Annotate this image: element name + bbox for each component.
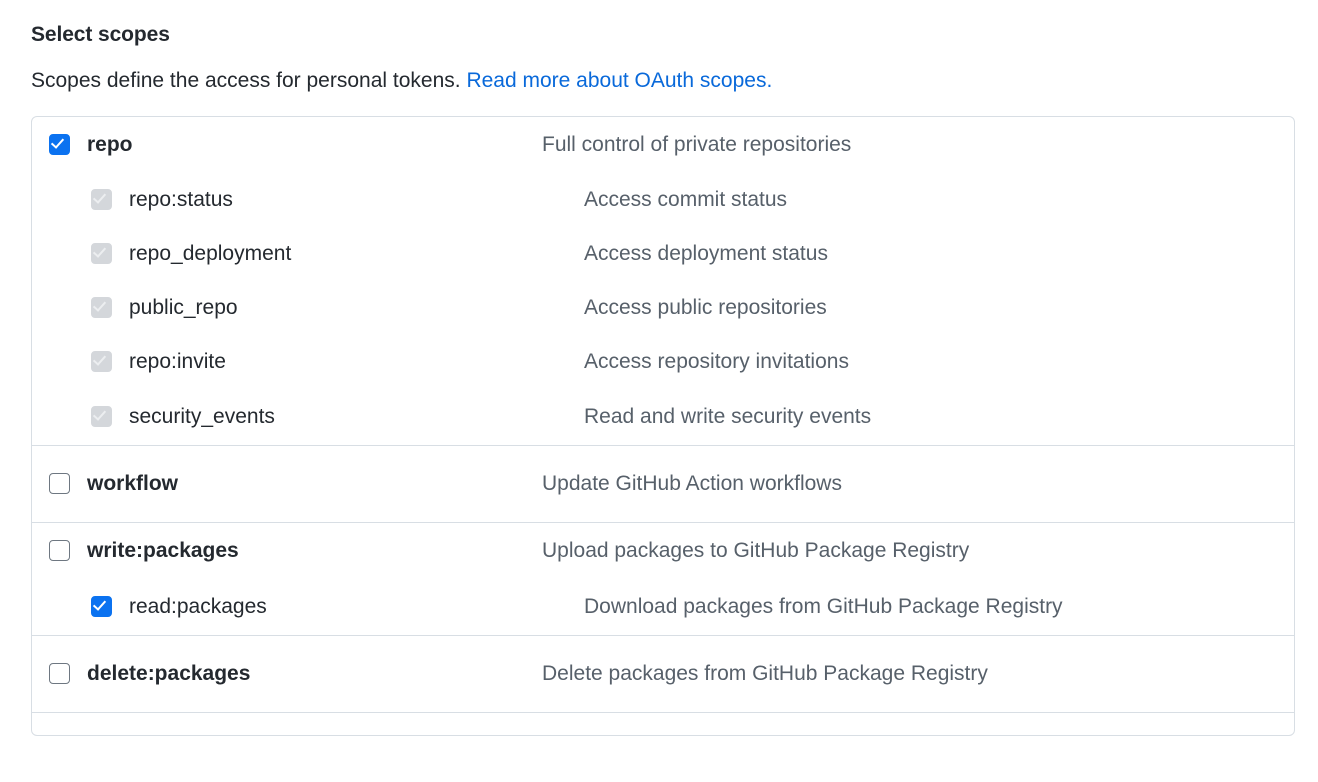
scope-row-inner: write:packages Upload packages to GitHub … <box>49 540 1294 561</box>
scope-row-write:packages[interactable]: write:packages Upload packages to GitHub … <box>32 523 1294 579</box>
scopes-list: repo Full control of private repositories… <box>31 115 1295 736</box>
checkbox-security_events <box>91 406 112 427</box>
scope-row-workflow[interactable]: workflow Update GitHub Action workflows <box>32 446 1294 522</box>
checkmark-icon <box>50 135 65 149</box>
scope-row-repo:status[interactable]: repo:status Access commit status <box>32 173 1294 227</box>
scopes-description-text: Scopes define the access for personal to… <box>31 69 461 93</box>
checkmark-icon <box>92 597 107 611</box>
scopes-description: Scopes define the access for personal to… <box>31 68 1318 94</box>
scope-description-label: Download packages from GitHub Package Re… <box>584 595 1063 618</box>
scope-description-label: Upload packages to GitHub Package Regist… <box>542 539 970 562</box>
checkbox-repo_deployment <box>91 243 112 264</box>
checkmark-icon <box>92 352 107 366</box>
scope-row-inner: security_events Read and write security e… <box>91 406 1294 427</box>
scope-group <box>32 711 1294 735</box>
scope-description-label: Read and write security events <box>584 405 872 428</box>
scope-name-label: delete:packages <box>87 662 251 685</box>
checkbox-read:packages[interactable] <box>91 596 112 617</box>
scope-description-label: Delete packages from GitHub Package Regi… <box>542 662 988 685</box>
scope-row-inner: public_repo Access public repositories <box>91 297 1294 318</box>
scope-name-label: repo:invite <box>129 350 226 373</box>
scope-description-label: Full control of private repositories <box>542 133 852 156</box>
scope-group: delete:packages Delete packages from GitH… <box>32 634 1294 712</box>
scope-name-label: workflow <box>87 472 179 495</box>
scope-group: write:packages Upload packages to GitHub … <box>32 521 1294 635</box>
scope-group: repo Full control of private repositories… <box>32 117 1294 445</box>
checkbox-workflow[interactable] <box>49 473 70 494</box>
scope-row-delete:packages[interactable]: delete:packages Delete packages from GitH… <box>32 636 1294 712</box>
checkbox-write:packages[interactable] <box>49 540 70 561</box>
checkbox-repo:status <box>91 189 112 210</box>
scope-description-label: Access deployment status <box>584 242 828 265</box>
scope-row-inner: repo:invite Access repository invitations <box>91 351 1294 372</box>
scope-name-label: public_repo <box>129 296 238 319</box>
scope-description-label: Access commit status <box>584 188 788 211</box>
scope-row-inner: delete:packages Delete packages from GitH… <box>49 663 1294 684</box>
scope-row-inner: read:packages Download packages from GitH… <box>91 596 1294 617</box>
scope-row-public_repo[interactable]: public_repo Access public repositories <box>32 281 1294 335</box>
scope-row-inner: repo_deployment Access deployment status <box>91 243 1294 264</box>
scope-row-read:packages[interactable]: read:packages Download packages from GitH… <box>32 579 1294 635</box>
scope-description-label: Update GitHub Action workflows <box>542 472 842 495</box>
page-title: Select scopes <box>31 23 170 46</box>
checkmark-icon <box>92 407 107 421</box>
scope-description-label: Access public repositories <box>584 296 827 319</box>
scope-name-label: read:packages <box>129 595 267 618</box>
scope-row-repo:invite[interactable]: repo:invite Access repository invitations <box>32 335 1294 389</box>
scope-row-repo_deployment[interactable]: repo_deployment Access deployment status <box>32 227 1294 281</box>
checkbox-repo:invite <box>91 351 112 372</box>
scope-description-label: Access repository invitations <box>584 350 849 373</box>
checkbox-repo[interactable] <box>49 134 70 155</box>
scope-row-inner: repo Full control of private repositories <box>49 134 1294 155</box>
scope-name-label: repo_deployment <box>129 242 292 265</box>
checkbox-delete:packages[interactable] <box>49 663 70 684</box>
scope-group: workflow Update GitHub Action workflows <box>32 444 1294 522</box>
checkbox-public_repo <box>91 297 112 318</box>
checkmark-icon <box>92 190 107 204</box>
scope-row-inner: repo:status Access commit status <box>91 189 1294 210</box>
oauth-scopes-link[interactable]: Read more about OAuth scopes. <box>466 69 773 93</box>
scope-row-repo[interactable]: repo Full control of private repositories <box>32 117 1294 173</box>
scope-name-label: repo:status <box>129 188 233 211</box>
scope-name-label: write:packages <box>87 539 239 562</box>
scope-row-inner: workflow Update GitHub Action workflows <box>49 473 1294 494</box>
scope-name-label: repo <box>87 133 133 156</box>
checkmark-icon <box>92 298 107 312</box>
checkmark-icon <box>92 244 107 258</box>
scope-name-label: security_events <box>129 405 275 428</box>
scope-row-security_events[interactable]: security_events Read and write security e… <box>32 389 1294 445</box>
